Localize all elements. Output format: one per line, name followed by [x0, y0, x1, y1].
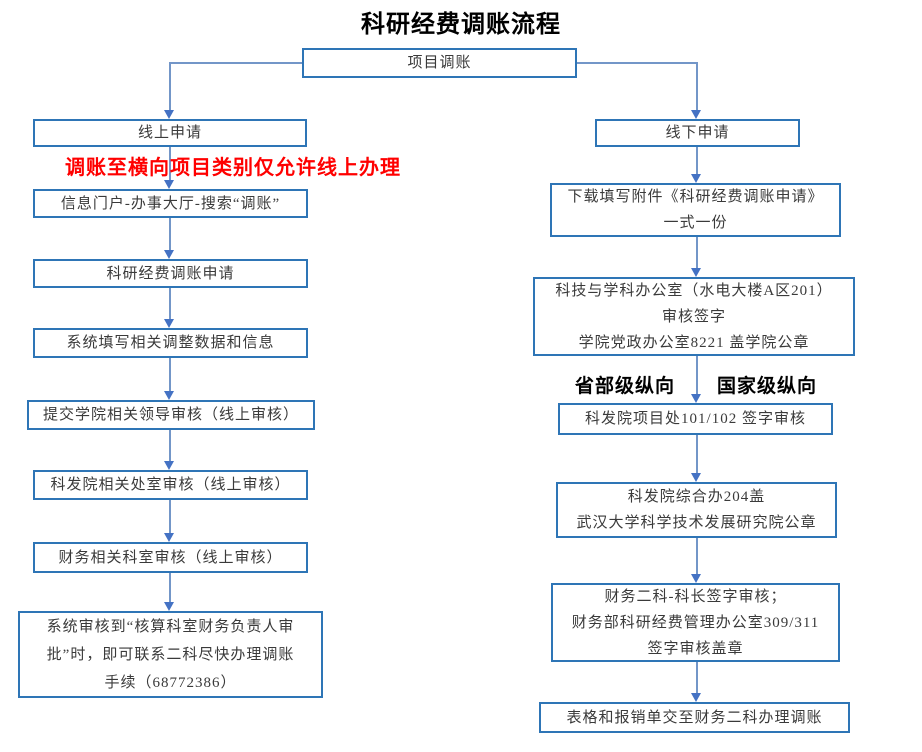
node-line-2: 审核签字	[661, 308, 726, 325]
flow-node-finance-section-review: 财务相关科室审核（线上审核）	[33, 542, 308, 573]
flow-node-tech-discipline-office: 科技与学科办公室（水电大楼A区201） 审核签字 学院党政办公室8221 盖学院…	[533, 277, 855, 356]
flow-node-submit-forms: 表格和报销单交至财务二科办理调账	[539, 702, 850, 733]
arrow-down-icon	[691, 693, 701, 702]
node-line-2: 财务部科研经费管理办公室309/311	[571, 614, 820, 631]
node-label: 系统填写相关调整数据和信息	[66, 335, 275, 351]
arrow-down-icon	[164, 461, 174, 470]
node-label: 线上申请	[137, 125, 202, 141]
arrow-down-icon	[691, 110, 701, 119]
node-label: 财务相关科室审核（线上审核）	[58, 549, 283, 566]
arrow-stem	[169, 288, 171, 319]
node-label: 科发院相关处室审核（线上审核）	[50, 477, 291, 493]
arrow-stem	[696, 662, 698, 693]
node-line-1: 下载填写附件《科研经费调账申请》	[567, 189, 824, 205]
connector-right-horizontal	[577, 62, 697, 64]
flow-node-contact-note: 系统审核到“核算科室财务负责人审 批”时，即可联系二科尽快办理调账 手续（687…	[18, 611, 323, 698]
arrow-down-icon	[164, 110, 174, 119]
arrow-down-icon	[164, 250, 174, 259]
arrow-down-icon	[164, 391, 174, 400]
flow-node-portal-search: 信息门户-办事大厅-搜索“调账”	[33, 189, 308, 218]
warning-note: 调账至横向项目类别仅允许线上办理	[65, 157, 401, 179]
arrow-stem	[696, 435, 698, 473]
flow-node-root: 项目调账	[302, 48, 577, 78]
node-line-3: 手续（68772386）	[104, 674, 237, 691]
flow-node-download-attachment: 下载填写附件《科研经费调账申请》 一式一份	[550, 183, 841, 237]
node-label: 表格和报销单交至财务二科办理调账	[566, 709, 823, 726]
arrow-stem	[696, 237, 698, 268]
flow-node-project-office-sign: 科发院项目处101/102 签字审核	[558, 403, 833, 435]
page-title: 科研经费调账流程	[361, 11, 561, 38]
arrow-stem	[169, 218, 171, 250]
arrow-down-icon	[691, 473, 701, 482]
arrow-stem	[169, 62, 171, 110]
arrow-down-icon	[164, 533, 174, 542]
node-line-1: 科发院综合办204盖	[627, 489, 766, 505]
arrow-down-icon	[691, 574, 701, 583]
arrow-down-icon	[691, 174, 701, 183]
node-line-3: 签字审核盖章	[647, 640, 744, 657]
node-line-1: 科技与学科办公室（水电大楼A区201）	[555, 282, 833, 299]
node-label: 科研经费调账申请	[106, 265, 235, 282]
node-label: 信息门户-办事大厅-搜索“调账”	[60, 195, 281, 212]
arrow-down-icon	[164, 180, 174, 189]
arrow-stem	[696, 147, 698, 174]
flow-node-kfy-office-review: 科发院相关处室审核（线上审核）	[33, 470, 308, 500]
node-line-2: 武汉大学科学技术发展研究院公章	[576, 515, 817, 531]
arrow-down-icon	[164, 602, 174, 611]
node-line-2: 批”时，即可联系二科尽快办理调账	[46, 646, 295, 663]
flow-node-college-leader-review: 提交学院相关领导审核（线上审核）	[27, 400, 315, 430]
flow-node-adjust-apply: 科研经费调账申请	[33, 259, 308, 288]
flow-node-offline-apply: 线下申请	[595, 119, 800, 147]
flow-node-fill-data: 系统填写相关调整数据和信息	[33, 328, 308, 358]
arrow-stem	[696, 538, 698, 574]
connector-left-horizontal	[170, 62, 302, 64]
arrow-stem	[169, 358, 171, 391]
node-label: 科发院项目处101/102 签字审核	[585, 411, 806, 427]
node-line-2: 一式一份	[663, 215, 728, 231]
node-label: 线下申请	[665, 125, 730, 141]
node-line-1: 财务二科-科长签字审核；	[604, 588, 787, 605]
arrow-stem	[169, 500, 171, 533]
arrow-down-icon	[164, 319, 174, 328]
arrow-down-icon	[691, 268, 701, 277]
arrow-down-icon	[691, 394, 701, 403]
arrow-stem	[169, 430, 171, 461]
node-label: 提交学院相关领导审核（线上审核）	[42, 407, 299, 423]
flow-node-finance-section2-sign: 财务二科-科长签字审核； 财务部科研经费管理办公室309/311 签字审核盖章	[551, 583, 840, 662]
arrow-stem	[169, 573, 171, 602]
node-line-1: 系统审核到“核算科室财务负责人审	[46, 618, 295, 635]
branch-label-provincial: 省部级纵向	[574, 376, 675, 397]
node-line-3: 学院党政办公室8221 盖学院公章	[578, 334, 810, 351]
arrow-stem	[696, 62, 698, 110]
branch-label-national: 国家级纵向	[717, 376, 818, 397]
node-label: 项目调账	[407, 55, 472, 71]
flow-node-online-apply: 线上申请	[33, 119, 307, 147]
flow-node-general-office-seal: 科发院综合办204盖 武汉大学科学技术发展研究院公章	[556, 482, 837, 538]
arrow-stem	[696, 356, 698, 394]
arrow-stem	[169, 147, 171, 180]
